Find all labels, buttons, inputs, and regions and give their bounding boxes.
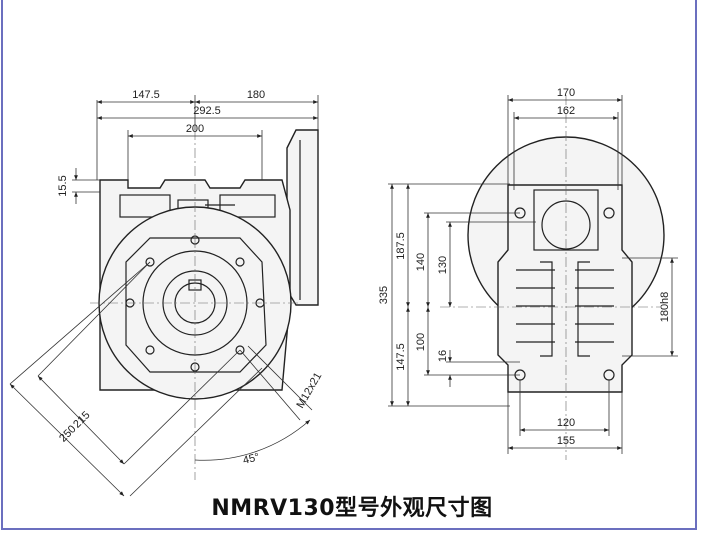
drawing-caption: NMRV130型号外观尺寸图	[211, 496, 493, 521]
dim-130: 130	[437, 256, 449, 274]
dim-170: 170	[557, 87, 575, 99]
front-flange-plate	[286, 129, 319, 306]
dim-15-5: 15.5	[57, 175, 69, 196]
dim-200: 200	[186, 123, 204, 135]
dim-335: 335	[378, 286, 390, 304]
front-view	[9, 95, 319, 497]
dim-292-5: 292.5	[193, 105, 221, 117]
dim-155: 155	[557, 435, 575, 447]
dim-147-5-side: 147.5	[395, 343, 407, 371]
dim-16: 16	[437, 350, 449, 362]
dim-162: 162	[557, 105, 575, 117]
dim-187-5: 187.5	[395, 232, 407, 260]
dim-180-top: 180	[247, 89, 265, 101]
dim-140: 140	[415, 253, 427, 271]
drawing-frame	[1, 0, 697, 530]
dim-120: 120	[557, 417, 575, 429]
dim-147-5-top: 147.5	[132, 89, 160, 101]
dim-m12x21: M12x21	[294, 371, 324, 411]
side-view	[388, 95, 678, 460]
dim-180h8: 180h8	[659, 292, 671, 323]
dim-45-degree: 45°	[242, 451, 261, 467]
dim-100: 100	[415, 333, 427, 351]
